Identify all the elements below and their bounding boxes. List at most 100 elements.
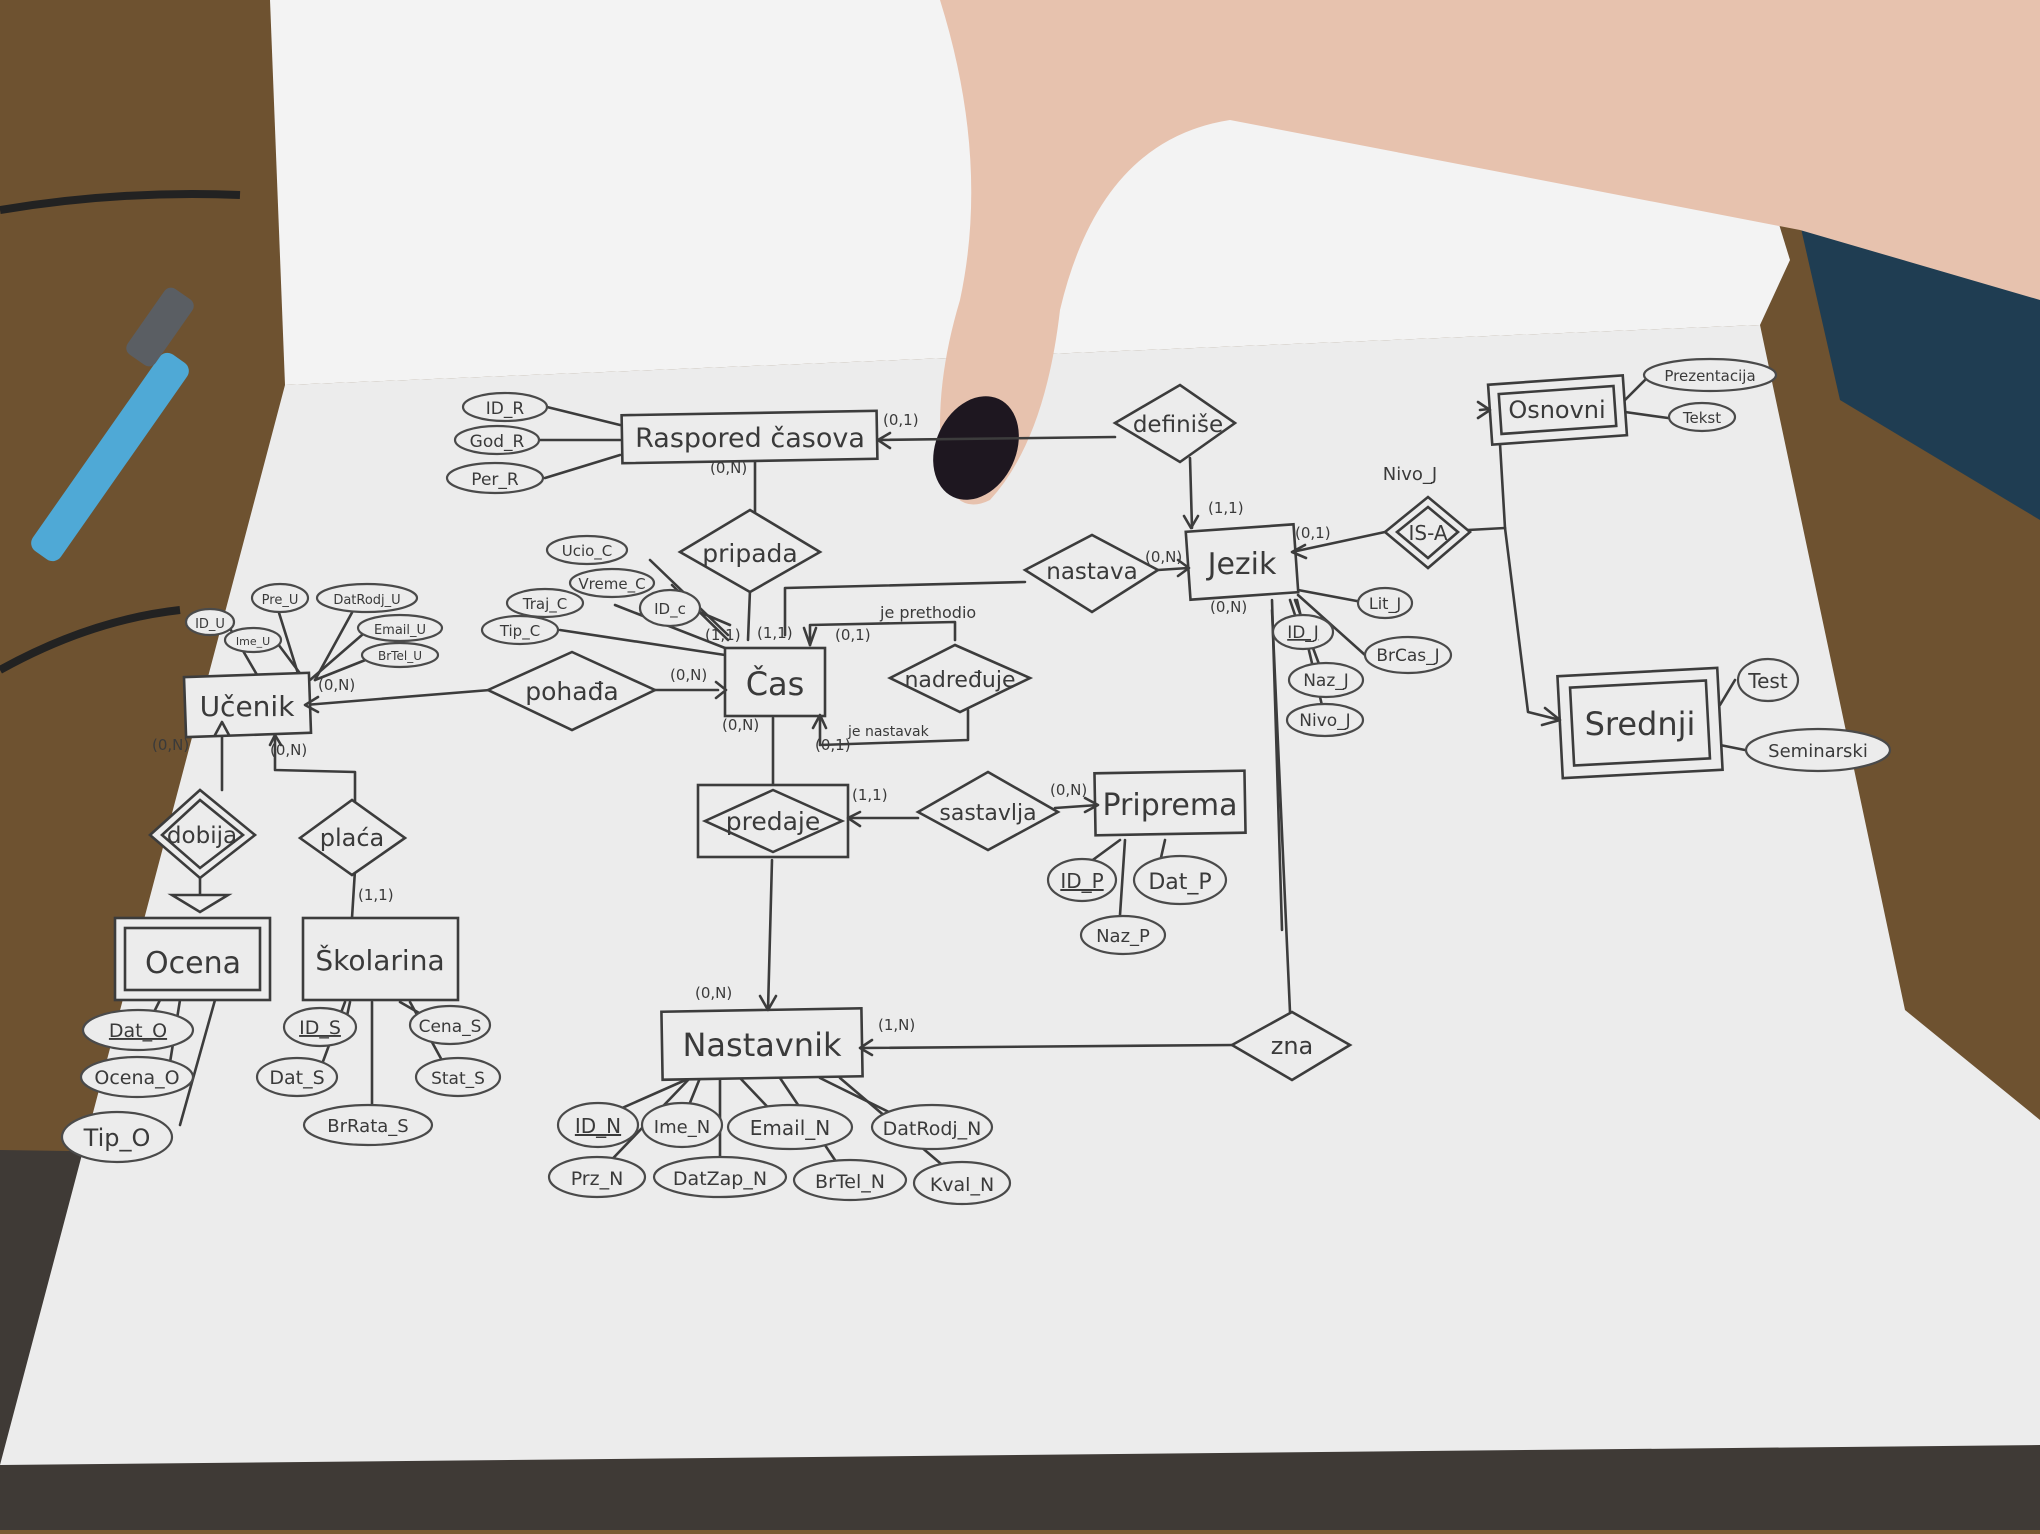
svg-text:Email_N: Email_N — [750, 1116, 830, 1140]
svg-text:(0,N): (0,N) — [318, 676, 355, 694]
svg-text:Ocena_O: Ocena_O — [94, 1067, 179, 1089]
svg-text:DatRodj_N: DatRodj_N — [883, 1118, 982, 1140]
svg-text:(0,N): (0,N) — [1145, 548, 1182, 566]
svg-text:definiše: definiše — [1133, 412, 1223, 438]
svg-text:ID_U: ID_U — [195, 617, 225, 632]
svg-text:Priprema: Priprema — [1102, 788, 1237, 823]
svg-text:Kval_N: Kval_N — [930, 1174, 994, 1196]
svg-text:Tekst: Tekst — [1682, 409, 1721, 427]
svg-text:predaje: predaje — [726, 807, 821, 836]
svg-text:God_R: God_R — [470, 432, 525, 452]
fingernail — [933, 396, 1019, 500]
svg-text:Školarina: Školarina — [315, 943, 444, 977]
svg-text:DatZap_N: DatZap_N — [673, 1168, 767, 1190]
hand-thumb — [933, 0, 2040, 505]
svg-text:Dat_S: Dat_S — [269, 1067, 324, 1089]
svg-text:BrCas_J: BrCas_J — [1376, 646, 1439, 666]
entity-srednji: Srednji — [1556, 666, 1724, 780]
attributes-jezik: ID_J Naz_J Nivo_J Lit_J BrCas_J — [1271, 586, 1453, 738]
svg-text:Osnovni: Osnovni — [1508, 396, 1605, 424]
svg-text:(1,1): (1,1) — [358, 886, 394, 904]
attributes-osnovni: Prezentacija Tekst — [1642, 357, 1778, 433]
svg-text:je prethodio: je prethodio — [879, 603, 976, 622]
svg-text:Dat_P: Dat_P — [1148, 870, 1211, 895]
svg-text:(1,1): (1,1) — [1208, 499, 1244, 517]
cardinality-labels: (0,1) (0,N) (1,1) (0,N) (0,1) (0,N) (1,1… — [152, 411, 1331, 1034]
svg-text:plaća: plaća — [320, 824, 385, 852]
entity-skolarina: Školarina — [301, 916, 460, 1002]
entity-nastavnik: Nastavnik — [660, 1006, 864, 1082]
svg-text:IS-A: IS-A — [1408, 521, 1447, 545]
svg-text:DatRodj_U: DatRodj_U — [333, 593, 400, 608]
entity-ucenik: Učenik — [182, 671, 313, 739]
attributes-ocena: Dat_O Ocena_O Tip_O — [60, 1008, 195, 1164]
svg-text:(0,N): (0,N) — [670, 666, 707, 684]
svg-text:Jezik: Jezik — [1206, 547, 1277, 582]
relationship-sastavlja: sastavlja — [915, 770, 1061, 852]
svg-text:Dat_O: Dat_O — [109, 1020, 167, 1042]
svg-text:Lit_J: Lit_J — [1369, 594, 1401, 614]
annotation-labels: Nivo_J je prethodio je nastavak — [847, 464, 1437, 740]
entity-ocena: Ocena — [113, 916, 272, 1002]
svg-text:Naz_J: Naz_J — [1303, 671, 1349, 691]
svg-text:ID_N: ID_N — [575, 1114, 621, 1138]
svg-text:(1,1): (1,1) — [757, 624, 793, 642]
svg-text:je nastavak: je nastavak — [847, 724, 930, 740]
entity-jezik: Jezik — [1184, 522, 1300, 602]
attributes-ucenik: ID_U Pre_U Ime_U DatRodj_U Email_U BrTel… — [184, 582, 444, 669]
svg-text:Traj_C: Traj_C — [522, 595, 567, 614]
svg-text:Prezentacija: Prezentacija — [1664, 367, 1755, 385]
svg-text:Stat_S: Stat_S — [431, 1069, 485, 1089]
relationship-isa: IS-A — [1382, 495, 1473, 570]
svg-text:Raspored časova: Raspored časova — [635, 423, 865, 454]
svg-text:zna: zna — [1271, 1032, 1314, 1060]
svg-text:(0,N): (0,N) — [270, 741, 307, 759]
svg-text:Pre_U: Pre_U — [262, 593, 299, 608]
svg-text:ID_P: ID_P — [1060, 869, 1103, 893]
svg-text:Seminarski: Seminarski — [1768, 741, 1868, 762]
svg-text:BrTel_N: BrTel_N — [815, 1171, 885, 1193]
cable — [0, 190, 241, 214]
connector-lines — [148, 378, 1747, 1182]
svg-text:Vreme_C: Vreme_C — [578, 575, 645, 594]
svg-text:(0,N): (0,N) — [695, 984, 732, 1002]
attributes-nastavnik: ID_N Ime_N Email_N DatRodj_N Prz_N DatZa… — [547, 1101, 1012, 1206]
svg-text:Ime_U: Ime_U — [236, 635, 270, 648]
entity-osnovni: Osnovni — [1486, 373, 1629, 446]
relationship-definise: definiše — [1112, 383, 1238, 464]
svg-text:(0,1): (0,1) — [883, 411, 919, 429]
relationship-placa: plaća — [297, 798, 408, 877]
attributes-priprema: ID_P Dat_P Naz_P — [1046, 854, 1228, 956]
relationship-pripada: pripada — [677, 508, 823, 594]
svg-text:(1,N): (1,N) — [878, 1016, 915, 1034]
svg-text:Prz_N: Prz_N — [571, 1168, 624, 1190]
relationship-nadredjuje: nadređuje — [887, 643, 1034, 714]
svg-text:Ocena: Ocena — [145, 946, 241, 981]
attributes-cas: Ucio_C Vreme_C Traj_C Tip_C ID_c — [480, 534, 702, 646]
relationship-zna: zna — [1229, 1010, 1353, 1082]
svg-text:(1,1): (1,1) — [852, 786, 888, 804]
svg-text:(0,N): (0,N) — [710, 459, 747, 477]
svg-text:ID_R: ID_R — [486, 399, 525, 419]
svg-text:Naz_P: Naz_P — [1096, 926, 1150, 947]
svg-text:Cena_S: Cena_S — [419, 1017, 482, 1037]
svg-text:nastava: nastava — [1046, 559, 1137, 585]
relationship-predaje: predaje — [696, 783, 850, 859]
svg-text:Ucio_C: Ucio_C — [562, 542, 613, 561]
svg-text:(0,1): (0,1) — [815, 736, 851, 754]
svg-text:(0,N): (0,N) — [1210, 598, 1247, 616]
svg-text:sastavlja: sastavlja — [939, 801, 1036, 826]
svg-text:Nastavnik: Nastavnik — [682, 1026, 841, 1064]
attributes-raspored: ID_R God_R Per_R — [445, 391, 549, 495]
svg-text:Nivo_J: Nivo_J — [1383, 464, 1437, 485]
svg-text:Per_R: Per_R — [471, 470, 519, 490]
svg-text:Srednji: Srednji — [1585, 705, 1696, 743]
svg-text:ID_S: ID_S — [299, 1017, 341, 1039]
entity-raspored: Raspored časova — [620, 409, 879, 465]
svg-text:Tip_O: Tip_O — [83, 1124, 151, 1152]
paper-sheet — [0, 325, 2040, 1465]
svg-text:ID_J: ID_J — [1287, 623, 1319, 643]
entity-priprema: Priprema — [1093, 769, 1247, 837]
relationship-nastava: nastava — [1022, 533, 1161, 614]
